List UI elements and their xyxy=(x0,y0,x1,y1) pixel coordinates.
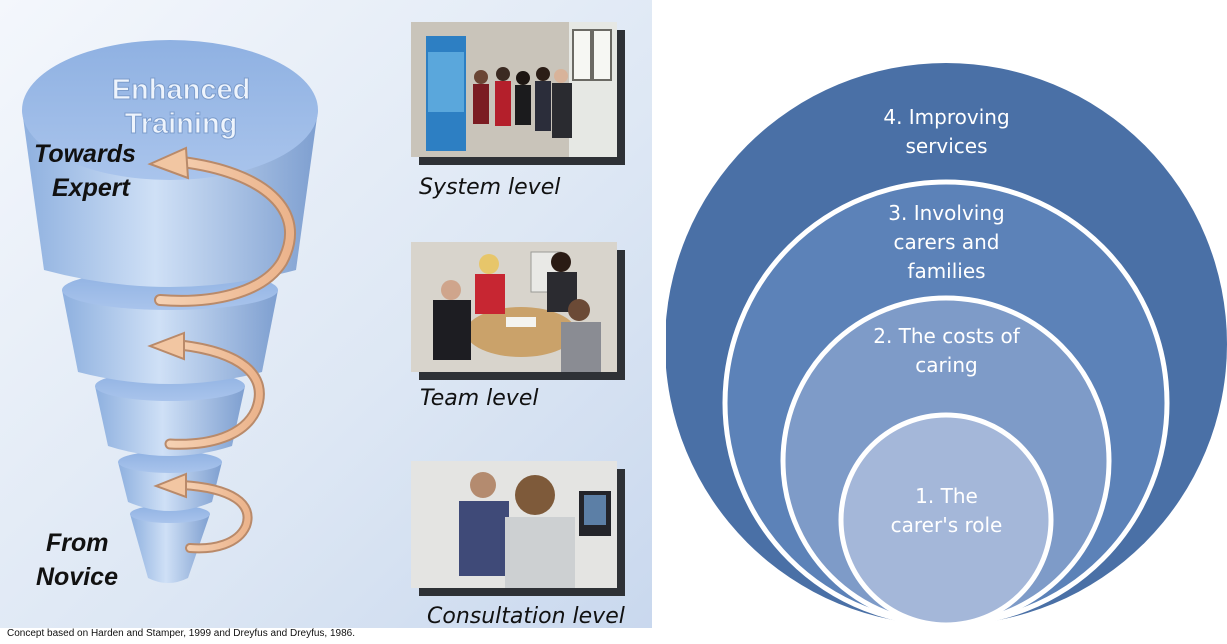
team-level-photo xyxy=(411,242,617,372)
label-costs-of-caring-line2: caring xyxy=(915,353,978,377)
nested-circles xyxy=(666,63,1227,628)
towards-expert-label: Towards Expert xyxy=(34,137,136,205)
label-involving-carers-line3: families xyxy=(907,259,986,283)
towards-expert-line2: Expert xyxy=(52,174,130,202)
curved-arrow-icon xyxy=(147,146,297,307)
label-carers-role-line1: 1. The xyxy=(915,484,978,508)
label-improving-services-line2: services xyxy=(905,134,988,158)
team-level-caption: Team level xyxy=(420,386,539,411)
towards-expert-line1: Towards xyxy=(34,140,136,168)
system-level-photo xyxy=(411,22,617,157)
funnel-segment-4-top xyxy=(118,451,222,473)
label-involving-carers-line1: 3. Involving xyxy=(888,201,1005,225)
label-costs-of-caring-line1: 2. The costs of xyxy=(873,324,1020,348)
label-costs-of-caring: 2. The costs of caring xyxy=(666,322,1227,380)
funnel-segment-5-top xyxy=(130,505,210,523)
funnel-segment-5 xyxy=(130,514,210,583)
curved-arrow-icon xyxy=(147,331,265,450)
funnel-segment-1-top xyxy=(22,40,318,180)
training-funnel-panel: Enhanced Training Towards Expert From No… xyxy=(0,0,652,629)
from-novice-line1: From xyxy=(46,529,109,557)
from-novice-line2: Novice xyxy=(36,563,118,591)
photo-icon xyxy=(411,461,617,588)
system-level-caption: System level xyxy=(419,175,561,200)
circle-carers-role xyxy=(838,412,1054,628)
photo-icon xyxy=(411,22,617,157)
consultation-level-caption: Consultation level xyxy=(427,604,625,629)
label-improving-services: 4. Improving services xyxy=(666,103,1227,161)
photo-icon xyxy=(411,242,617,372)
consultation-level-photo xyxy=(411,461,617,588)
funnel-title-line1: Enhanced xyxy=(112,74,251,106)
label-involving-carers-line2: carers and xyxy=(893,230,1000,254)
label-carers-role: 1. The carer's role xyxy=(666,482,1227,540)
funnel-title-line2: Training xyxy=(125,108,238,140)
nested-circles-panel: 4. Improving services 3. Involving carer… xyxy=(666,0,1227,628)
label-carers-role-line2: carer's role xyxy=(890,513,1003,537)
from-novice-label: From Novice xyxy=(36,526,118,594)
label-improving-services-line1: 4. Improving xyxy=(883,105,1010,129)
label-involving-carers: 3. Involving carers and families xyxy=(666,199,1227,286)
curved-arrow-icon xyxy=(153,472,253,554)
citation-text: Concept based on Harden and Stamper, 199… xyxy=(7,628,356,639)
